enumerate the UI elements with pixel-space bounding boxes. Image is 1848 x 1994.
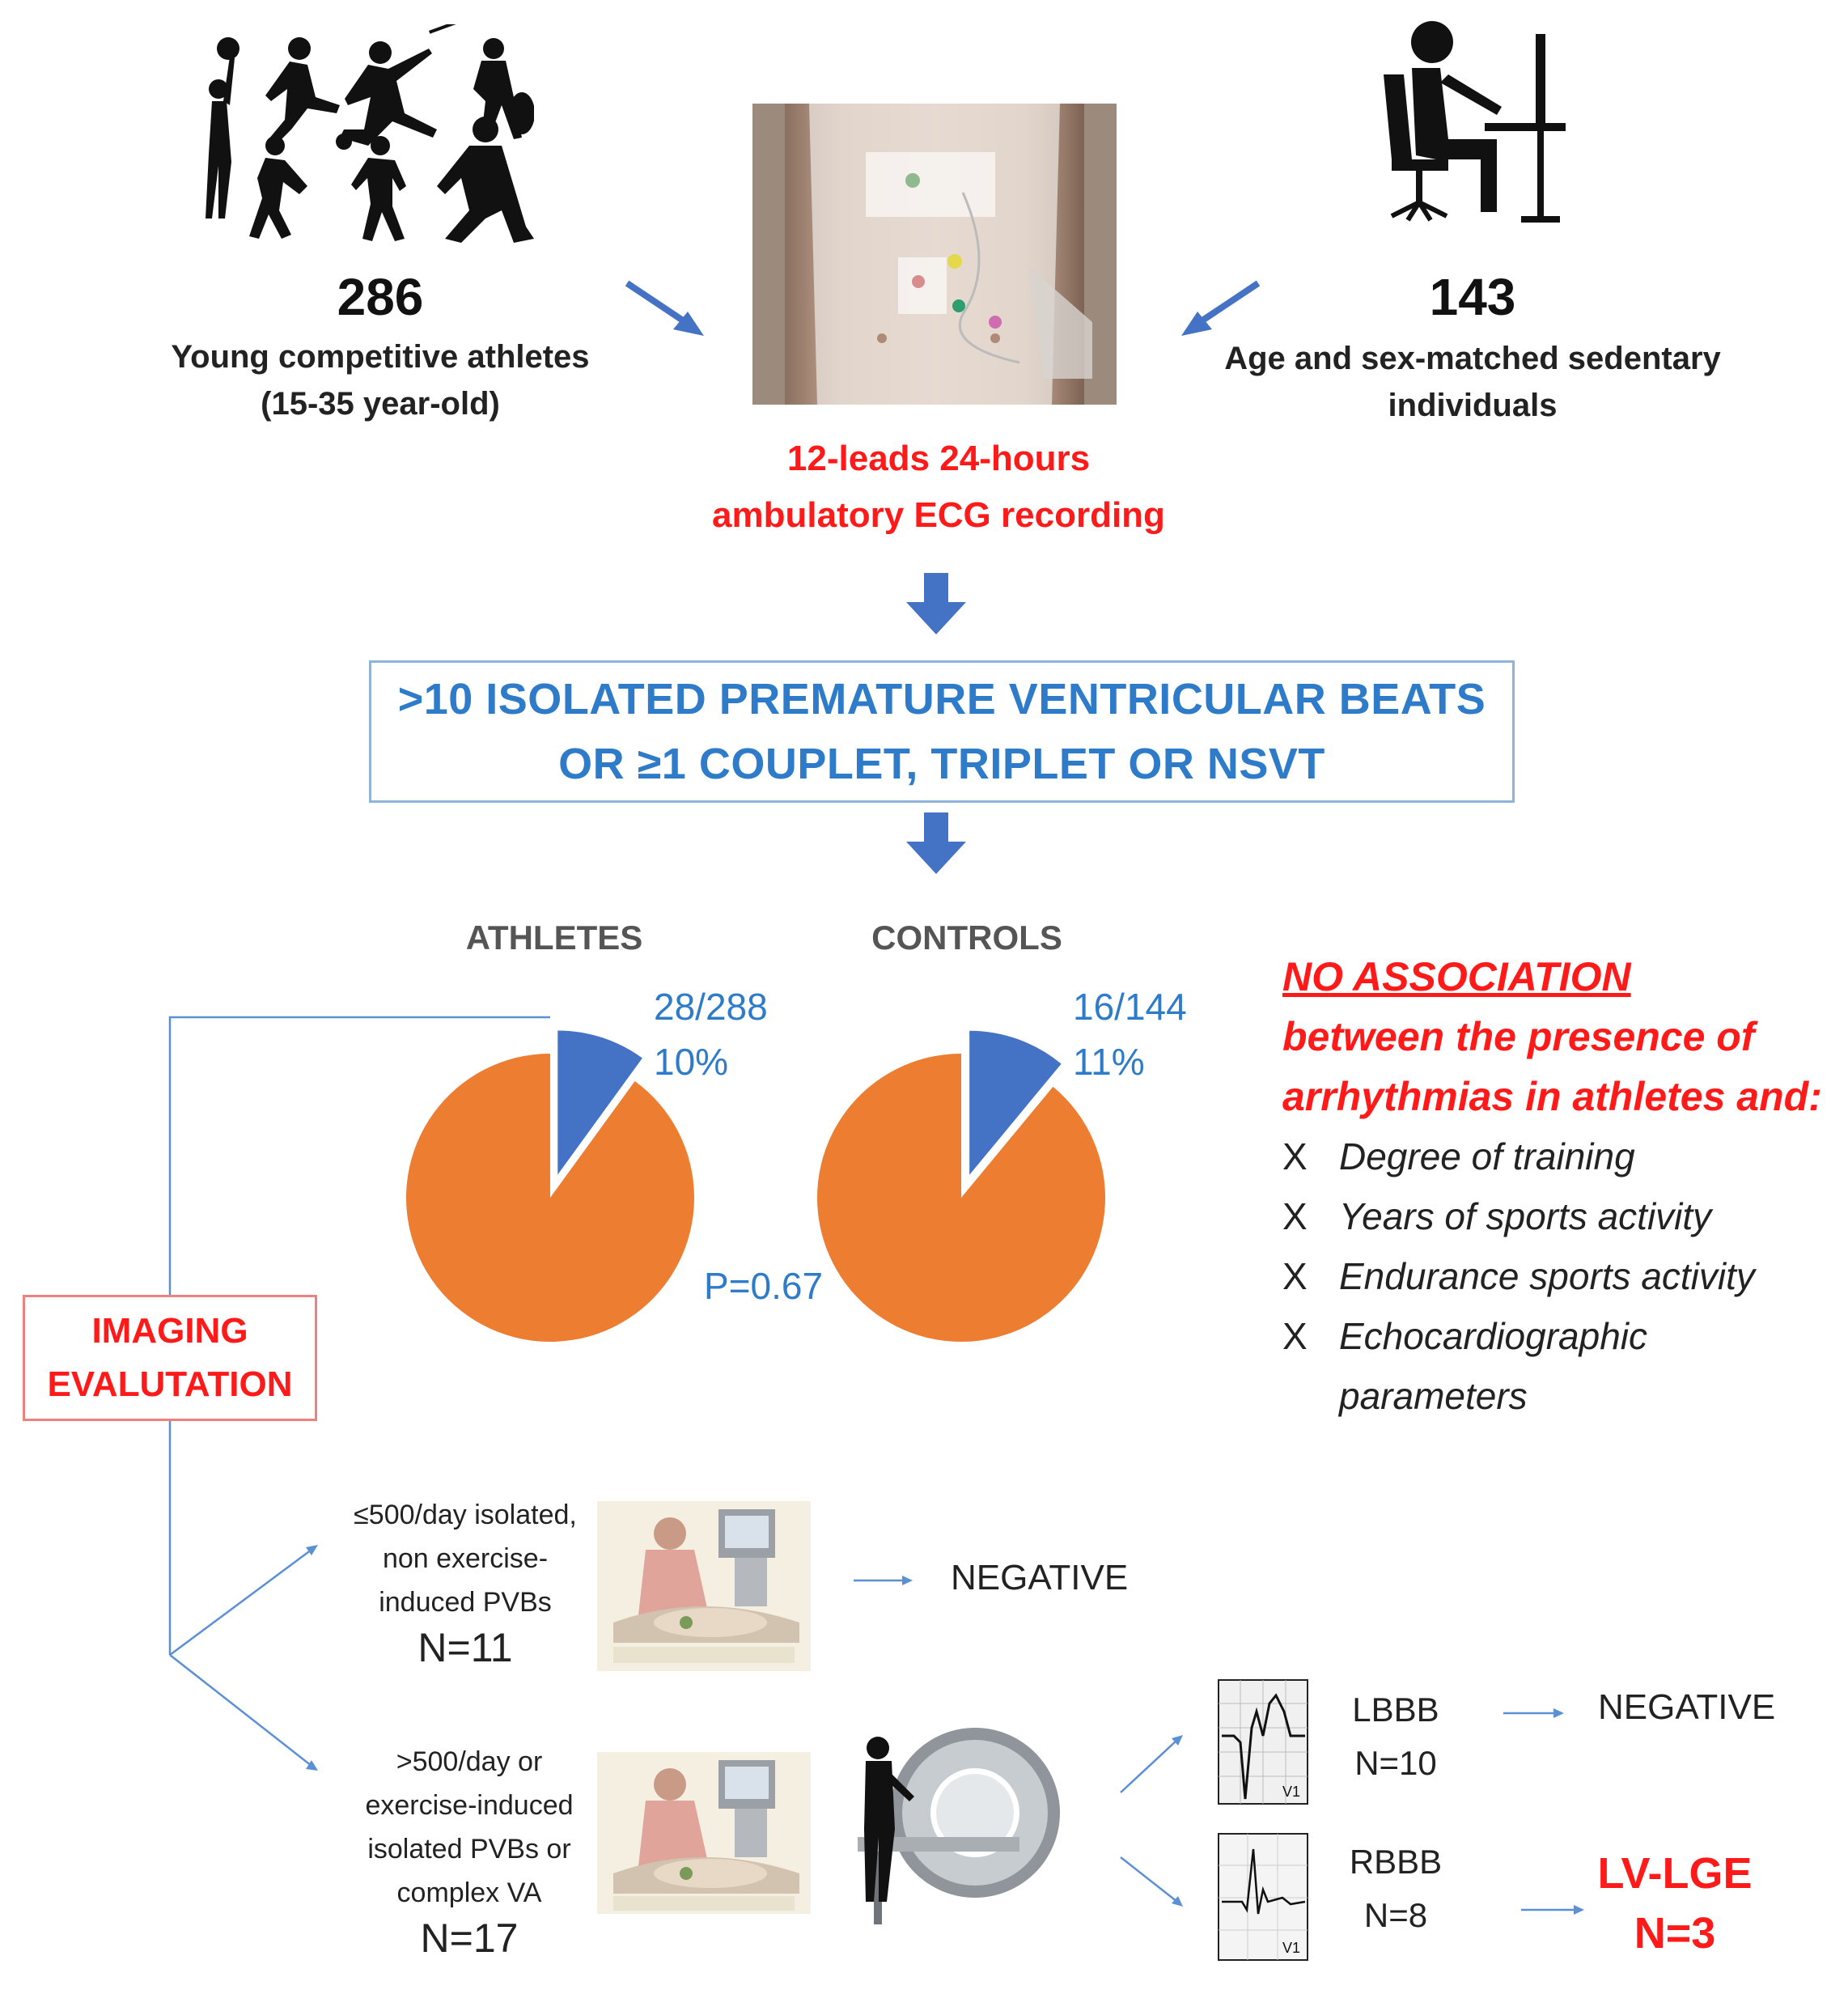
lbbb-result: NEGATIVE (1598, 1687, 1776, 1727)
controls-description-line2: individuals (1388, 388, 1558, 423)
no-association-item: Echocardiographic (1339, 1315, 1648, 1357)
controls-pie-label: CONTROLS (871, 919, 1062, 957)
low-branch-line3: induced PVBs (379, 1587, 552, 1618)
rbbb-ecg-icon: V1 (1218, 1833, 1308, 1961)
no-association-item: parameters (1339, 1375, 1528, 1417)
low-branch-line2: non exercise- (382, 1543, 549, 1574)
lv-lge-n: N=3 (1634, 1909, 1716, 1958)
ecg-recording-line2: ambulatory ECG recording (712, 495, 1165, 535)
no-association-item: Endurance sports activity (1339, 1255, 1755, 1297)
high-branch-line3: isolated PVBs or (367, 1834, 571, 1865)
low-branch-line1: ≤500/day isolated, (354, 1500, 577, 1530)
ecg-recording-line1: 12-leads 24-hours (786, 439, 1091, 478)
p-value: P=0.67 (704, 1265, 824, 1307)
low-branch-n: N=11 (417, 1625, 513, 1670)
rbbb-n: N=8 (1363, 1896, 1428, 1934)
high-branch-line4: complex VA (396, 1877, 542, 1908)
athletes-fraction: 28/288 (654, 986, 768, 1028)
controls-fraction: 16/144 (1073, 986, 1187, 1028)
no-association-subtitle-1: between the presence of (1282, 1014, 1755, 1059)
pie-slice-positive (969, 1030, 1062, 1175)
low-branch-result: NEGATIVE (951, 1558, 1129, 1597)
x-mark: X (1282, 1255, 1308, 1297)
criteria-line1: >10 ISOLATED PREMATURE VENTRICULAR BEATS (397, 675, 1486, 723)
arrow-down-2 (906, 812, 966, 874)
athletes-description: Young competitive athletes (171, 339, 590, 375)
prevalence-pie-charts (405, 1030, 1105, 1342)
athletes-percent: 10% (654, 1041, 729, 1083)
controls-description: Age and sex-matched sedentary (1224, 341, 1721, 376)
lbbb-n: N=10 (1354, 1744, 1437, 1782)
no-association-item: Degree of training (1339, 1135, 1635, 1177)
no-association-item: Years of sports activity (1339, 1195, 1712, 1237)
athletes-silhouettes-icon (206, 24, 534, 243)
rbbb-lead-label: V1 (1282, 1940, 1300, 1956)
rbbb-label: RBBB (1349, 1843, 1443, 1881)
athletes-count: 286 (337, 268, 424, 326)
imaging-evaluation-box: IMAGING EVALUTATION (23, 1295, 317, 1421)
pie-slice-positive (557, 1030, 642, 1175)
x-mark: X (1282, 1315, 1308, 1357)
controls-percent: 11% (1073, 1041, 1145, 1083)
lbbb-label: LBBB (1352, 1691, 1439, 1729)
echocardiography-illustration (597, 1501, 811, 1671)
echocardiography-illustration-2 (597, 1752, 811, 1914)
high-branch-line2: exercise-induced (365, 1790, 574, 1821)
arrow-controls-to-ecg (1181, 280, 1261, 336)
x-mark: X (1282, 1135, 1308, 1177)
athletes-pie-label: ATHLETES (465, 919, 643, 957)
imaging-line2: EVALUTATION (47, 1364, 293, 1404)
lv-lge-label: LV-LGE (1597, 1849, 1753, 1898)
pie-slice-negative (405, 1054, 694, 1342)
imaging-line1: IMAGING (91, 1311, 248, 1351)
no-association-subtitle-2: arrhythmias in athletes and: (1282, 1074, 1822, 1119)
x-mark: X (1282, 1195, 1308, 1237)
lbbb-ecg-icon: V1 (1218, 1679, 1308, 1805)
high-branch-line1: >500/day or (396, 1746, 543, 1777)
inclusion-criteria-box: >10 ISOLATED PREMATURE VENTRICULAR BEATS… (369, 660, 1515, 803)
controls-count: 143 (1429, 268, 1516, 326)
chest-ecg-photo (752, 104, 1117, 405)
high-branch-n: N=17 (420, 1916, 519, 1961)
no-association-title: NO ASSOCIATION (1282, 954, 1631, 999)
arrow-athletes-to-ecg (625, 280, 704, 336)
pie-slice-negative (816, 1054, 1105, 1342)
lbbb-lead-label: V1 (1282, 1784, 1300, 1800)
mri-scanner-icon (858, 1728, 1060, 1924)
criteria-line2: OR ≥1 COUPLET, TRIPLET OR NSVT (558, 740, 1325, 788)
arrow-down-1 (906, 573, 966, 634)
athletes-age-range: (15-35 year-old) (261, 386, 500, 422)
sedentary-person-icon (1384, 21, 1566, 223)
